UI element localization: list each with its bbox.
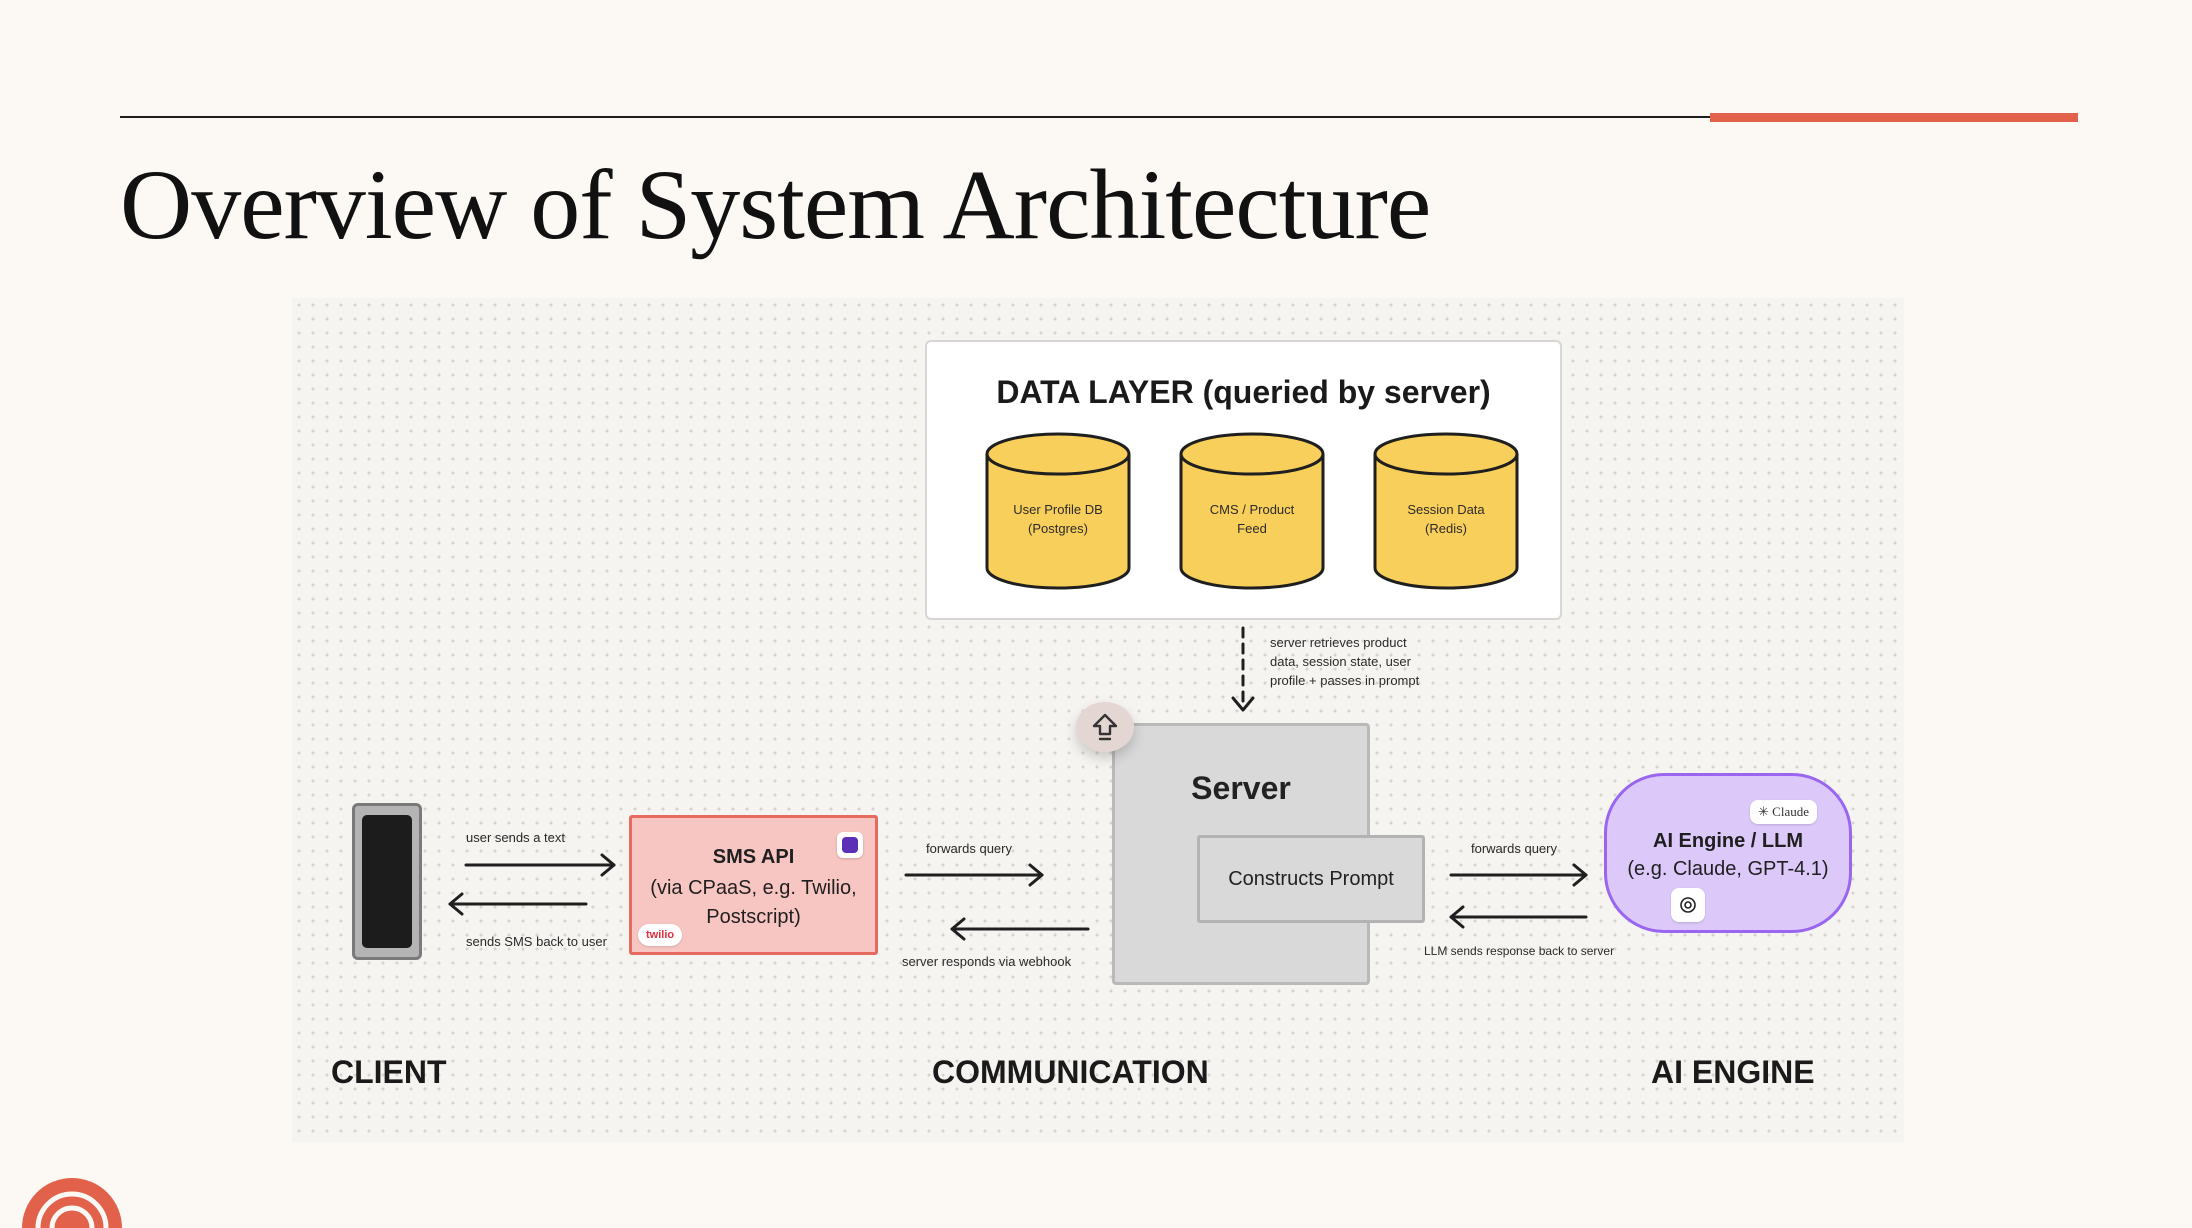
data-to-server-arrowhead xyxy=(1231,696,1255,712)
data-layer-panel: DATA LAYER (queried by server) User Prof… xyxy=(925,340,1562,620)
ai-engine-title: AI Engine / LLM xyxy=(1653,830,1803,852)
claude-logo-badge: ✳ Claude xyxy=(1750,800,1817,824)
edge-label-forwards-query-2: forwards query xyxy=(1471,841,1557,856)
ai-engine-node: ✳ Claude AI Engine / LLM (e.g. Claude, G… xyxy=(1604,773,1852,933)
slide-title: Overview of System Architecture xyxy=(120,149,1431,260)
edge-label-server-responds: server responds via webhook xyxy=(902,954,1072,969)
database-label-line2: (Redis) xyxy=(1425,521,1467,536)
sms-api-node: SMS API (via CPaaS, e.g. Twilio, Postscr… xyxy=(629,815,878,955)
postscript-app-icon xyxy=(837,832,863,858)
retrieval-note-line: data, session state, user xyxy=(1270,654,1411,669)
ai-engine-subtitle: (e.g. Claude, GPT-4.1) xyxy=(1627,858,1829,880)
edge-label-llm-response: LLM sends response back to server xyxy=(1424,944,1615,958)
phone-icon xyxy=(352,803,422,960)
database-label-line1: Session Data xyxy=(1407,502,1485,517)
twilio-logo-badge: twilio xyxy=(638,924,683,946)
section-label-communication: COMMUNICATION xyxy=(932,1054,1209,1090)
sms-api-subtitle-line: (via CPaaS, e.g. Twilio, xyxy=(650,877,857,899)
database-cylinder-icon xyxy=(1179,432,1325,590)
upload-arrow-icon xyxy=(1076,702,1134,752)
edge-label-forwards-query-1: forwards query xyxy=(926,841,1012,856)
data-layer-title: DATA LAYER (queried by server) xyxy=(996,374,1491,410)
retrieval-note-line: server retrieves product xyxy=(1270,635,1407,650)
section-label-ai-engine: AI ENGINE xyxy=(1651,1054,1815,1090)
database-cms-product-feed: CMS / Product Feed xyxy=(1179,432,1325,592)
database-session-data: Session Data (Redis) xyxy=(1373,432,1519,592)
edge-label-sends-back: sends SMS back to user xyxy=(466,934,607,949)
title-accent-rule xyxy=(1710,113,2078,122)
constructs-prompt-node: Constructs Prompt xyxy=(1197,835,1425,923)
database-label-line2: Feed xyxy=(1237,521,1267,536)
database-label-line1: User Profile DB xyxy=(1013,502,1103,517)
database-user-profile: User Profile DB (Postgres) xyxy=(985,432,1131,592)
database-label-line2: (Postgres) xyxy=(1028,521,1088,536)
retrieval-note: server retrieves product data, session s… xyxy=(1270,633,1419,690)
sms-api-title: SMS API xyxy=(712,846,795,868)
database-cylinder-icon xyxy=(985,432,1131,590)
brand-logo-icon xyxy=(22,1178,122,1228)
claude-badge-label: Claude xyxy=(1772,804,1809,819)
sms-api-subtitle-line: Postscript) xyxy=(706,906,801,928)
section-label-client: CLIENT xyxy=(331,1054,447,1090)
title-rule xyxy=(120,116,1712,118)
openai-icon xyxy=(1671,888,1705,922)
database-cylinder-icon xyxy=(1373,432,1519,590)
edge-label-user-sends: user sends a text xyxy=(466,830,565,845)
phone-screen xyxy=(362,815,412,948)
server-title: Server xyxy=(1191,770,1291,806)
retrieval-note-line: profile + passes in prompt xyxy=(1270,673,1420,688)
database-label-line1: CMS / Product xyxy=(1209,502,1295,517)
